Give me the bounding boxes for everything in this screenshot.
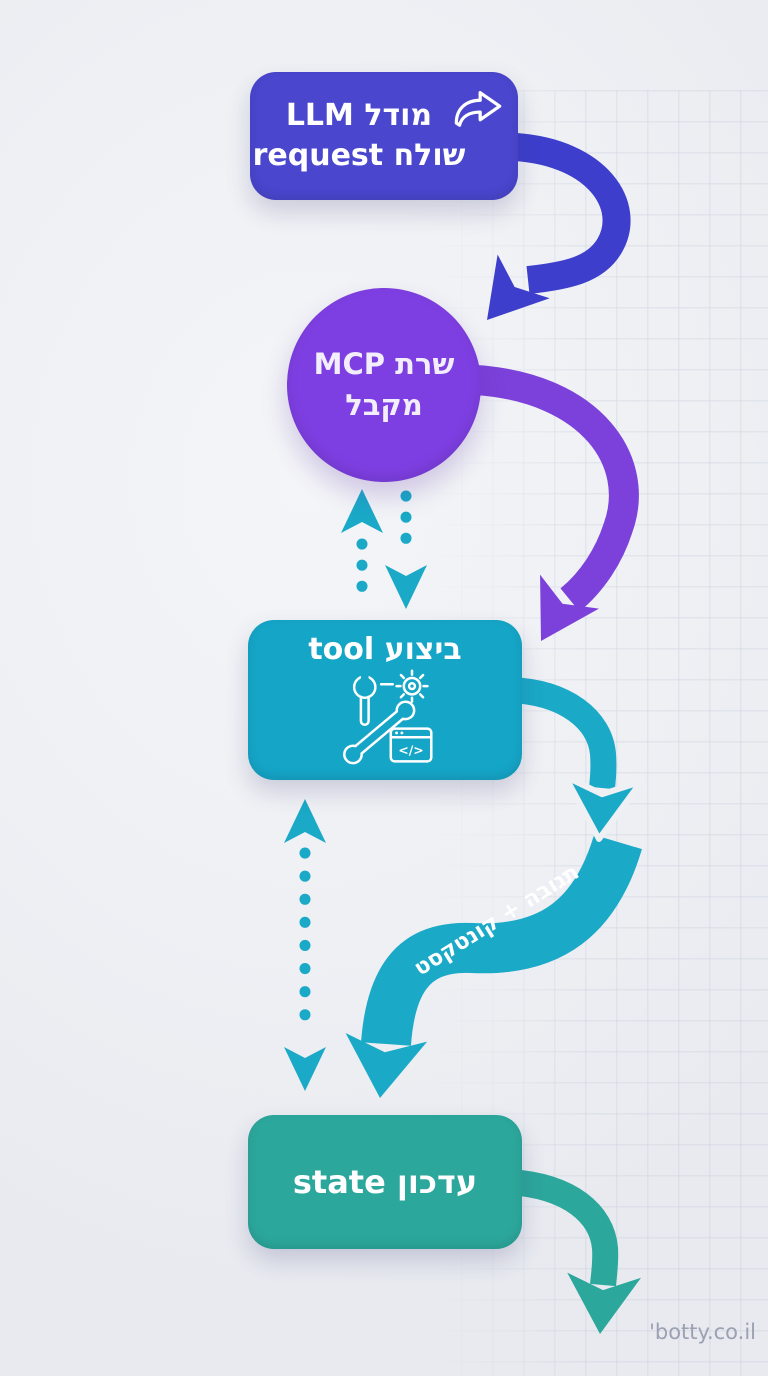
ribbon-label: תגובה + קונטקסט xyxy=(409,859,584,982)
node-tool-execution: ביצוע tool xyxy=(248,620,522,780)
arrow-tool-out xyxy=(509,677,645,842)
llm-node-line1: מודל LLM xyxy=(285,98,433,134)
node-llm-request: מודל LLM שולח request xyxy=(250,72,518,200)
node-mcp-server: שרת MCP מקבל xyxy=(287,288,481,482)
arrow-state-out xyxy=(508,1169,642,1334)
tool-node-label: ביצוע tool xyxy=(308,632,462,667)
dotted-double-arrow-tool-state xyxy=(284,799,326,1091)
gear-icon xyxy=(395,669,429,703)
state-node-label: עדכון state xyxy=(292,1163,478,1201)
dotted-arrow-tool-to-mcp xyxy=(341,489,383,613)
code-window-icon: </> xyxy=(389,727,433,763)
share-arrow-icon xyxy=(452,89,504,142)
code-tag-text: </> xyxy=(398,743,424,758)
watermark: 'botty.co.il xyxy=(649,1320,756,1344)
llm-node-line2: שולח request xyxy=(252,138,466,173)
arrow-mcp-to-tool xyxy=(474,365,639,641)
diagonal-wrench-icon xyxy=(343,700,416,765)
tools-icon: </> xyxy=(343,669,433,765)
mcp-node-line2: מקבל xyxy=(345,388,423,422)
wrench-icon xyxy=(352,671,377,726)
mcp-node-line1: שרת MCP xyxy=(313,347,455,382)
dotted-arrow-mcp-to-tool xyxy=(385,490,427,609)
node-state-update: עדכון state xyxy=(248,1115,522,1249)
